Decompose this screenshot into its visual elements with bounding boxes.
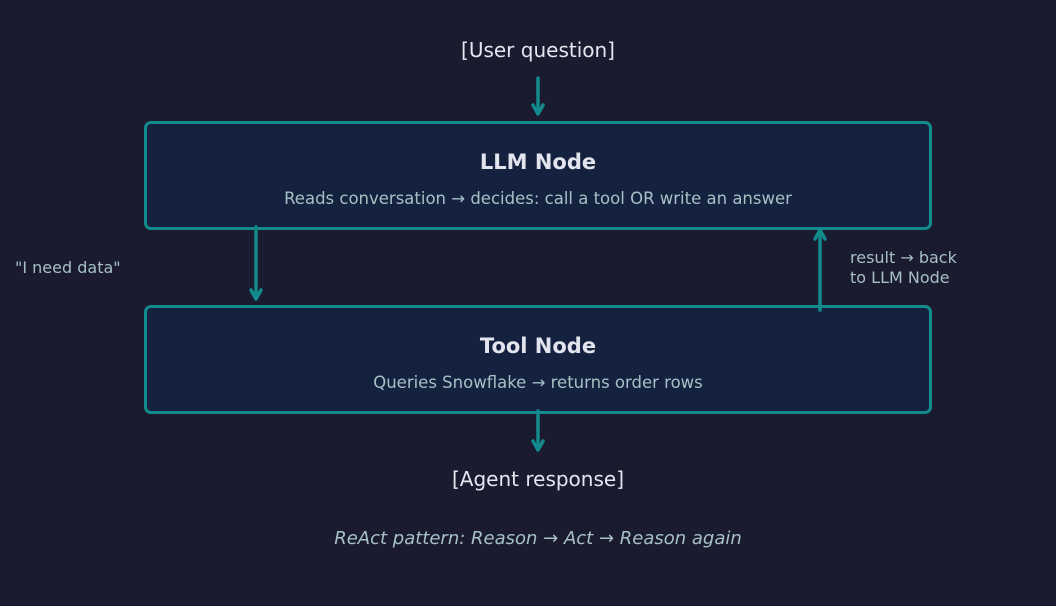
tool-node: Tool Node Queries Snowflake → returns or… (144, 305, 932, 414)
start-label: [User question] (461, 38, 615, 62)
arrow-tool-to-llm (813, 228, 827, 312)
end-label: [Agent response] (451, 467, 625, 491)
tool-node-subtitle: Queries Snowflake → returns order rows (373, 373, 703, 392)
arrow-question-to-llm (531, 76, 545, 116)
footer-caption: ReAct pattern: Reason → Act → Reason aga… (334, 528, 742, 549)
tool-node-title: Tool Node (479, 334, 597, 358)
edge-to-tool-label: "I need data" (15, 258, 121, 277)
llm-node-subtitle: Reads conversation → decides: call a too… (284, 189, 792, 208)
arrow-llm-to-tool (249, 225, 263, 301)
llm-node-title: LLM Node (479, 150, 597, 174)
edge-back-label-line1: result → back (850, 248, 957, 267)
llm-node: LLM Node Reads conversation → decides: c… (144, 121, 932, 230)
edge-back-label: result → back to LLM Node (850, 248, 957, 288)
edge-back-label-line2: to LLM Node (850, 268, 950, 287)
arrow-tool-to-response (531, 409, 545, 452)
